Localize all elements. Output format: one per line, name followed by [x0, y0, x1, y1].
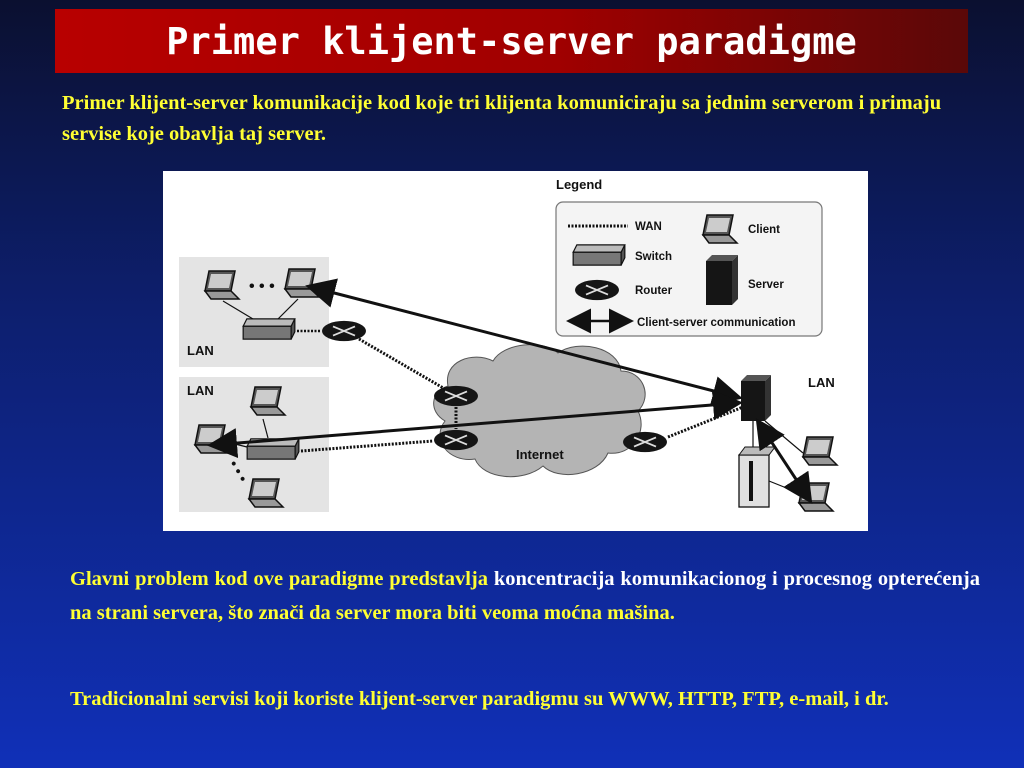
slide-subtitle: Primer klijent-server komunikacije kod k… [62, 92, 942, 145]
comm-arrow-top [305, 278, 743, 406]
legend-title: Legend [556, 177, 602, 192]
legend-switch-label: Switch [635, 251, 672, 263]
network-diagram: Internet Legend WAN Switch Router Client… [163, 171, 868, 531]
legend-switch-icon [572, 244, 626, 266]
lan-middle-label: LAN [187, 383, 214, 398]
server-secondary-icon [738, 446, 776, 508]
comm-arrow-middle [207, 389, 743, 459]
client-right-top-icon [802, 436, 838, 466]
slide-title: Primer klijent-server paradigme [166, 19, 857, 63]
diagram-svg: Internet Legend WAN Switch Router Client… [179, 177, 838, 512]
internet-label: Internet [516, 447, 564, 462]
legend-server-icon [706, 255, 738, 305]
lan-right-label: LAN [808, 375, 835, 390]
legend-router-icon [574, 279, 620, 301]
ellipsis-top: • • • [249, 278, 275, 295]
router-top-icon [321, 320, 367, 342]
switch-top-icon [242, 318, 296, 340]
para1-part3: na strani servera, što znači da server m… [70, 602, 675, 624]
para1-part2: koncentracija komunikacionog i procesnog… [488, 568, 980, 590]
client-right-bottom-icon [798, 482, 834, 512]
legend-client-label: Client [748, 224, 780, 236]
router-cloud-right-icon [622, 431, 668, 453]
lan-top-label: LAN [187, 343, 214, 358]
comm-arrow-right [755, 417, 813, 505]
router-cloud-left-icon [433, 429, 479, 451]
legend-server-label: Server [748, 279, 784, 291]
router-cloud-top-icon [433, 385, 479, 407]
title-bar: Primer klijent-server paradigme [55, 9, 968, 73]
para1-part1: Glavni problem kod ove paradigme predsta… [70, 568, 488, 590]
legend-wan-label: WAN [635, 221, 662, 233]
paragraph-traditional-services: Tradicionalni servisi koji koriste klije… [70, 688, 889, 710]
legend-comm-label: Client-server communication [637, 317, 795, 329]
legend-router-label: Router [635, 285, 673, 297]
paragraph-main-problem: Glavni problem kod ove paradigme predsta… [70, 562, 980, 630]
server-main-icon [741, 375, 771, 421]
legend-box [555, 201, 823, 337]
